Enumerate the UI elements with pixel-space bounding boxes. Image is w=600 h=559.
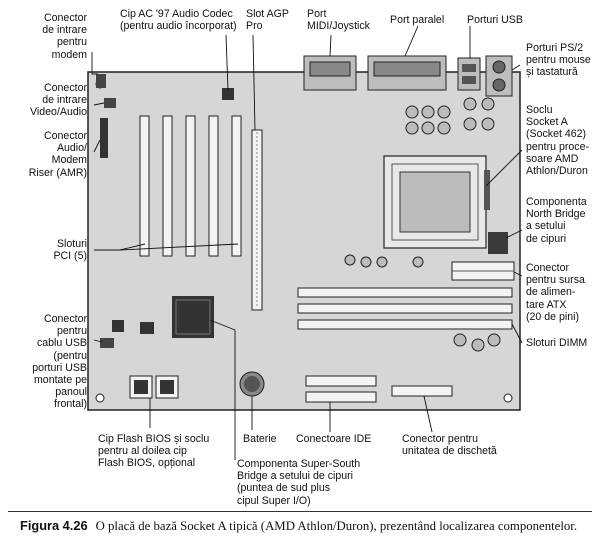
label-floppy-connector: Conector pentru unitatea de dischetă bbox=[402, 433, 497, 458]
north-bridge-chip bbox=[488, 232, 508, 254]
label-north-bridge: Componenta North Bridge a setului de cip… bbox=[526, 196, 587, 245]
label-agp-pro: Slot AGP Pro bbox=[246, 8, 289, 33]
label-socket-a: Soclu Socket A (Socket 462) pentru proce… bbox=[526, 104, 590, 178]
amr-riser-slot bbox=[100, 118, 108, 158]
label-audio-codec: Cip AC '97 Audio Codec (pentru audio înc… bbox=[120, 8, 237, 33]
capacitors bbox=[344, 97, 501, 352]
figure-caption: Figura 4.26 O placă de bază Socket A tipi… bbox=[20, 518, 590, 534]
label-usb-ports: Porturi USB bbox=[467, 14, 523, 26]
label-battery: Baterie bbox=[243, 433, 277, 445]
usb-ports bbox=[457, 57, 481, 91]
label-midi-joystick: Port MIDI/Joystick bbox=[307, 8, 370, 33]
label-dimm-slots: Sloturi DIMM bbox=[526, 337, 588, 349]
caption-number: Figura 4.26 bbox=[20, 518, 88, 533]
mount-hole bbox=[503, 393, 513, 403]
caption-text: O placă de bază Socket A tipică (AMD Ath… bbox=[95, 519, 578, 533]
caption-rule bbox=[8, 511, 592, 512]
label-ps2-ports: Porturi PS/2 pentru mouse și tastatură bbox=[526, 42, 591, 79]
south-bridge-chip bbox=[172, 296, 214, 338]
pci-slots bbox=[139, 115, 242, 257]
leader-lines bbox=[91, 25, 523, 460]
mount-hole bbox=[95, 393, 105, 403]
video-audio-in-connector bbox=[104, 98, 116, 108]
floppy-connector bbox=[391, 385, 453, 397]
label-pci-slots: Sloturi PCI (5) bbox=[53, 238, 87, 263]
ac97-codec-chip bbox=[222, 88, 234, 100]
ide-connector-2 bbox=[305, 391, 377, 403]
usb-header-connector bbox=[100, 338, 114, 348]
label-amr-connector: Conector Audio/ Modem Riser (AMR) bbox=[28, 130, 87, 179]
label-flash-bios: Cip Flash BIOS și soclu pentru al doilea… bbox=[98, 433, 210, 470]
label-video-audio-connector: Conector de intrare Video/Audio bbox=[30, 82, 87, 119]
ide-connector-1 bbox=[305, 375, 377, 387]
label-ide-connectors: Conectoare IDE bbox=[296, 433, 372, 445]
label-atx-connector: Conector pentru sursa de alimen- tare AT… bbox=[526, 262, 585, 323]
modem-in-connector bbox=[96, 74, 106, 88]
label-south-bridge: Componenta Super-South Bridge a setului … bbox=[237, 458, 361, 507]
label-parallel-port: Port paralel bbox=[390, 14, 445, 26]
label-usb-header: Conector pentru cablu USB (pentru portur… bbox=[32, 313, 87, 411]
label-modem-connector: Conector de intrare pentru modem bbox=[42, 12, 87, 61]
motherboard-diagram bbox=[87, 25, 523, 460]
dimm-slots bbox=[297, 287, 513, 330]
